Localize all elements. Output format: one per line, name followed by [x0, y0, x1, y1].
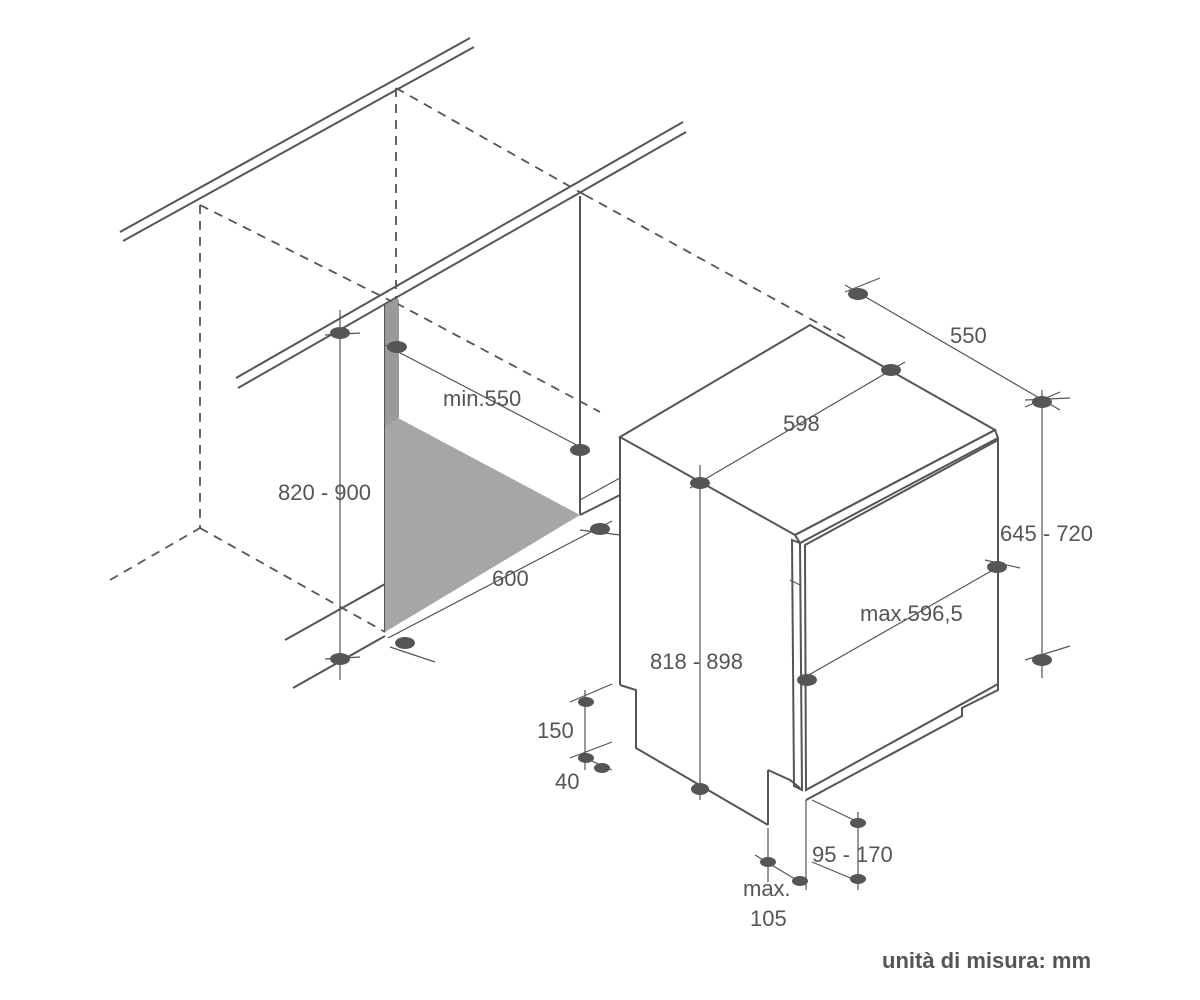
- niche-floor: [385, 418, 580, 632]
- label-plinth-150: 150: [537, 718, 574, 743]
- label-door-offset: 95 - 170: [812, 842, 893, 867]
- label-max-bottom-2: 105: [750, 906, 787, 931]
- niche-outline: [109, 37, 846, 689]
- label-appliance-height-range: 645 - 720: [1000, 521, 1093, 546]
- label-door-max: max.596,5: [860, 601, 963, 626]
- dishwasher-outline: [617, 323, 1000, 826]
- label-min-depth-550: min.550: [443, 386, 521, 411]
- label-max-bottom-1: max.: [743, 876, 791, 901]
- label-depth-550: 550: [950, 323, 987, 348]
- label-niche-width-600: 600: [492, 566, 529, 591]
- label-width-598: 598: [783, 411, 820, 436]
- cabinet-side-panel: [385, 298, 398, 427]
- unit-note: unità di misura: mm: [882, 948, 1091, 973]
- label-plinth-40: 40: [555, 769, 579, 794]
- label-appliance-height: 818 - 898: [650, 649, 743, 674]
- dimension-markers: [330, 288, 1052, 886]
- label-niche-height: 820 - 900: [278, 480, 371, 505]
